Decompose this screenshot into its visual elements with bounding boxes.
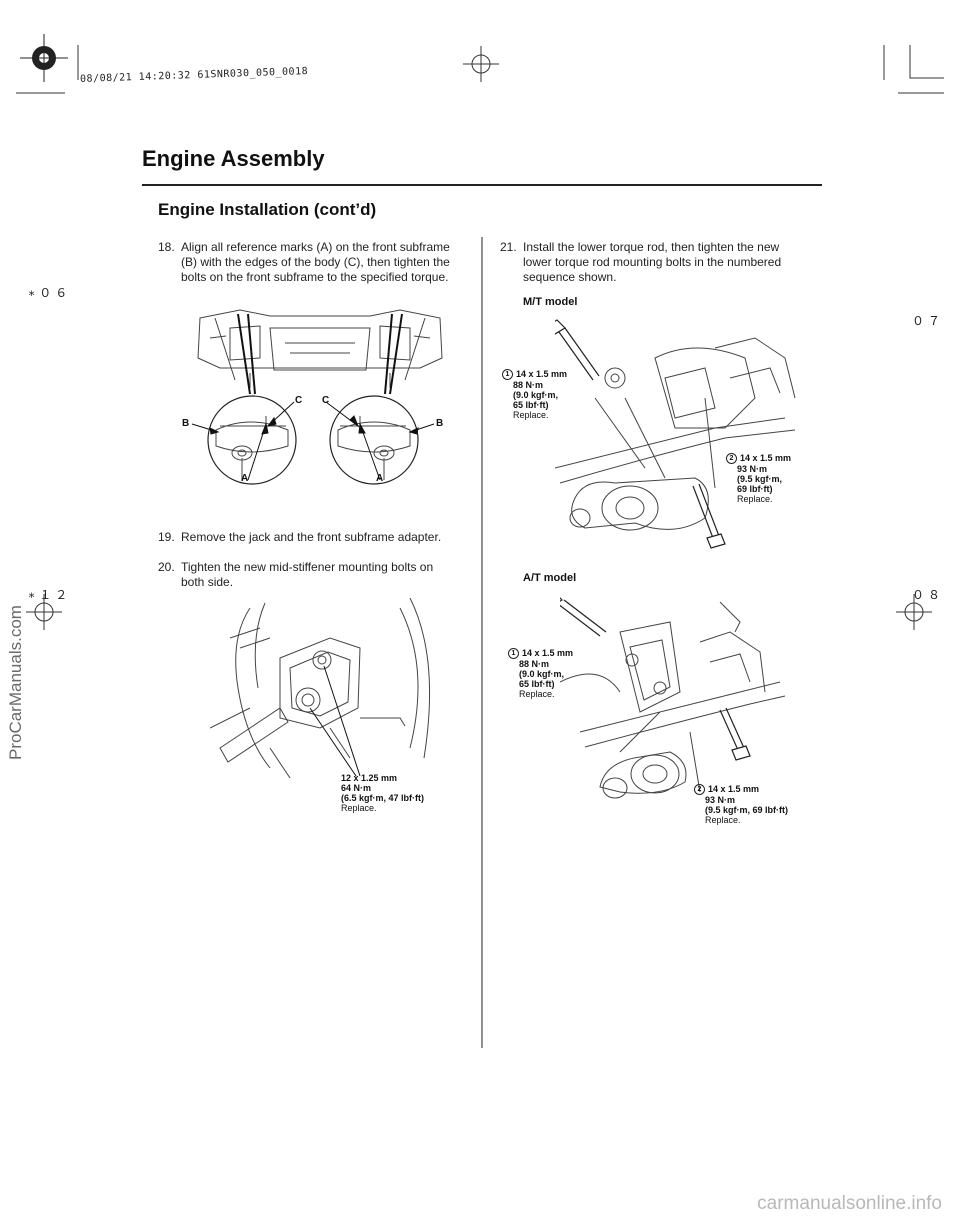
spec-note: Replace. bbox=[513, 410, 549, 420]
spec-line: 14 x 1.5 mm bbox=[740, 453, 792, 463]
detail-circle-right bbox=[329, 395, 419, 485]
spec-line: (9.0 kgf·m, bbox=[513, 390, 559, 400]
spec-line: (9.5 kgf·m, bbox=[737, 474, 783, 484]
step-text-line: lower torque rod mounting bolts in the n… bbox=[523, 255, 782, 269]
spec-line: 12 x 1.25 mm bbox=[341, 773, 398, 783]
section-subtitle: Engine Installation (cont’d) bbox=[158, 200, 377, 219]
spec-line: 14 x 1.5 mm bbox=[708, 784, 760, 794]
spec-line: 93 N·m bbox=[737, 464, 768, 474]
step-text-line: Remove the jack and the front subframe a… bbox=[181, 530, 442, 544]
figure-label-b-right: B bbox=[436, 418, 444, 429]
step-text-line: bolts on the front subframe to the speci… bbox=[181, 270, 449, 284]
figure-label-a-right: A bbox=[376, 473, 384, 484]
at-torque-rod-figure bbox=[560, 597, 786, 799]
at-model-heading: A/T model bbox=[523, 572, 577, 584]
step-text-line: Align all reference marks (A) on the fro… bbox=[181, 240, 450, 254]
side-watermark: ProCarManuals.com bbox=[6, 605, 25, 760]
spec-line: (6.5 kgf·m, 47 lbf·ft) bbox=[341, 793, 425, 803]
mt-torque-rod-figure bbox=[555, 319, 796, 549]
subframe-reference-figure bbox=[191, 309, 443, 485]
page-title: Engine Assembly bbox=[142, 146, 325, 171]
spec-line: (9.5 kgf·m, 69 lbf·ft) bbox=[705, 805, 789, 815]
stiffener-bolt-spec: 12 x 1.25 mm 64 N·m (6.5 kgf·m, 47 lbf·f… bbox=[341, 773, 461, 813]
step-18: 18. Align all reference marks (A) on the… bbox=[158, 240, 468, 286]
spec-note: Replace. bbox=[705, 815, 741, 825]
figure-label-c-left: C bbox=[295, 395, 303, 406]
margin-mark-left-top: ∗０６ bbox=[28, 286, 72, 300]
step-21: 21. Install the lower torque rod, then t… bbox=[500, 240, 820, 286]
spec-line: 88 N·m bbox=[513, 380, 544, 390]
step-number: 20. bbox=[158, 560, 175, 574]
step-20: 20. Tighten the new mid-stiffener mounti… bbox=[158, 560, 468, 592]
bottom-watermark: carmanualsonline.info bbox=[757, 1193, 942, 1214]
spec-line: 65 lbf·ft) bbox=[519, 679, 555, 689]
margin-mark-left-bottom: ∗１２ bbox=[28, 588, 72, 602]
sequence-number-2-icon: 2 bbox=[726, 453, 737, 464]
sequence-number-2-icon: 2 bbox=[694, 784, 705, 795]
spec-line: 64 N·m bbox=[341, 783, 372, 793]
spec-line: 93 N·m bbox=[705, 795, 736, 805]
spec-line: 14 x 1.5 mm bbox=[516, 369, 568, 379]
detail-circle-left bbox=[207, 395, 297, 485]
spec-line: (9.0 kgf·m, bbox=[519, 669, 565, 679]
step-text-line: sequence shown. bbox=[523, 270, 617, 284]
step-number: 21. bbox=[500, 240, 517, 254]
sequence-number-1-icon: 1 bbox=[502, 369, 513, 380]
spec-line: 14 x 1.5 mm bbox=[522, 648, 574, 658]
figure-label-c-right: C bbox=[322, 395, 330, 406]
spec-note: Replace. bbox=[341, 803, 377, 813]
step-text-line: Install the lower torque rod, then tight… bbox=[523, 240, 780, 254]
margin-mark-right-bottom: ０８ bbox=[912, 588, 945, 602]
mt-model-heading: M/T model bbox=[523, 296, 578, 308]
spec-line: 69 lbf·ft) bbox=[737, 484, 773, 494]
figure-label-b-left: B bbox=[182, 418, 190, 429]
step-text-line: Tighten the new mid-stiffener mounting b… bbox=[181, 560, 434, 574]
step-19: 19. Remove the jack and the front subfra… bbox=[158, 530, 468, 546]
sequence-number-1-icon: 1 bbox=[508, 648, 519, 659]
step-number: 18. bbox=[158, 240, 175, 254]
spec-note: Replace. bbox=[519, 689, 555, 699]
spec-line: 65 lbf·ft) bbox=[513, 400, 549, 410]
figure-label-a-left: A bbox=[241, 473, 249, 484]
margin-mark-right-top: ０７ bbox=[912, 314, 945, 328]
spec-note: Replace. bbox=[737, 494, 773, 504]
step-text-line: both side. bbox=[181, 575, 234, 589]
step-text-line: (B) with the edges of the body (C), then… bbox=[181, 255, 450, 269]
spec-line: 88 N·m bbox=[519, 659, 550, 669]
mid-stiffener-figure bbox=[210, 598, 431, 779]
step-number: 19. bbox=[158, 530, 175, 544]
